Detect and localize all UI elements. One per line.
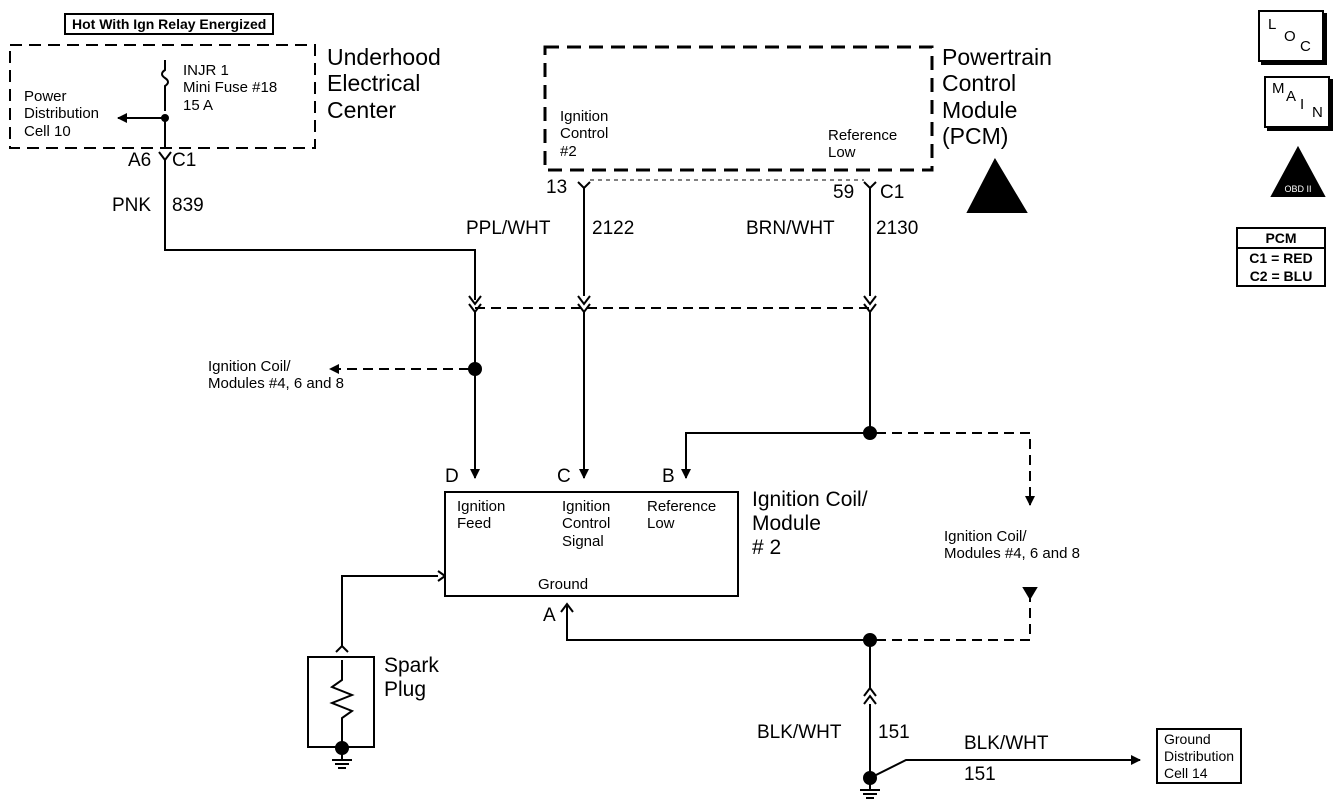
obd-ii-icon [1270,145,1326,197]
pcm-ref-low-label: Reference Low [828,127,898,162]
spark-plug-label: Spark Plug [384,654,439,702]
fuse-label: INJR 1 Mini Fuse #18 15 A [183,62,278,114]
reference-low-wire [681,432,870,479]
pcm-connector-c1: C1 [880,182,905,203]
wire-pnk-color: PNK [112,195,152,216]
coil-ref-low-label: Reference Low [647,498,717,533]
ground-symbol-spark [332,754,352,769]
fuse-symbol [161,60,169,111]
connector-c1-underhood: C1 [172,150,197,171]
pcm-connector-legend: PCM C1 = RED C2 = BLU [1236,227,1326,287]
pcm-ign-control-label: Ignition Control #2 [560,108,609,160]
wire-blk2-color: BLK/WHT [964,733,1049,754]
pin-c: C [557,466,571,487]
loc-icon[interactable]: L O C [1258,10,1324,62]
pcm-pin-59: 59 [833,182,855,203]
splice-feed [468,362,482,376]
coil-ref-right-arrow [876,432,1035,506]
wire-ppl-num: 2122 [592,218,635,239]
pin-d: D [445,466,459,487]
pcm-title: Powertrain Control Module (PCM) [942,44,1052,150]
coil-ref-right: Ignition Coil/ Modules #4, 6 and 8 [944,528,1080,563]
esd-sensitive-icon [966,157,1028,213]
wire-blk-num: 151 [878,722,910,743]
coil-module-box [444,491,739,597]
spark-plug-resistor [329,660,355,742]
coil-ref-left: Ignition Coil/ Modules #4, 6 and 8 [208,358,344,393]
wire-blk-color: BLK/WHT [757,722,842,743]
coil-signal-label: Ignition Control Signal [562,498,611,550]
wire-pnk-num: 839 [172,195,204,216]
wire-brn-color: BRN/WHT [746,218,835,239]
ground-dist-arrow [869,755,1141,779]
pcm-pin-13: 13 [546,177,568,198]
hot-with-ign-label: Hot With Ign Relay Energized [64,13,275,35]
connector-pin-a6: A6 [128,150,152,171]
underhood-box [9,44,316,149]
pcm-box [543,45,934,172]
coil-ground-label: Ground [538,576,589,593]
wire-ppl-color: PPL/WHT [466,218,551,239]
pin-a: A [543,605,556,626]
coil-module-title: Ignition Coil/ Module # 2 [752,488,868,560]
obd-label: OBD II [1284,184,1311,194]
power-dist-label: Power Distribution Cell 10 [24,88,100,140]
coil-feed-label: Ignition Feed [457,498,506,533]
pin-b: B [662,466,675,487]
main-icon[interactable]: M A I N [1264,76,1330,128]
ground-dist-label: Ground Distribution Cell 14 [1156,728,1243,785]
ground-symbol-main [860,784,880,799]
wire-blk2-num: 151 [964,764,996,785]
wire-brn-num: 2130 [876,218,919,239]
underhood-title: Underhood Electrical Center [327,44,441,123]
